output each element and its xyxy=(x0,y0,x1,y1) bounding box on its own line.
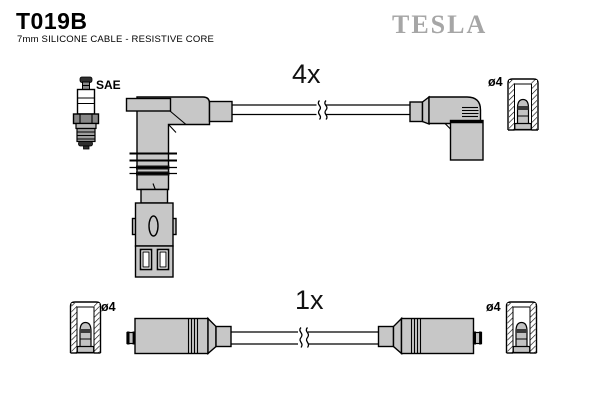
part-number: T019B xyxy=(16,8,88,34)
plug-boot-elbow xyxy=(125,96,233,278)
top-cable-quantity: 4x xyxy=(292,59,321,89)
tesla-logo: TESLA xyxy=(392,10,488,39)
spark-plug-tip xyxy=(78,141,93,147)
spark-plug-insulator xyxy=(76,88,96,115)
straight-boot-left xyxy=(126,316,232,356)
boot-cable-nipple xyxy=(409,101,424,123)
boot-ribs xyxy=(129,152,177,176)
boot-window-left xyxy=(139,248,153,271)
cable-break-mark xyxy=(299,327,303,348)
bottom-cable xyxy=(231,327,379,348)
boot-grip-ribs xyxy=(410,318,422,354)
diameter-label-top-right: ø4 xyxy=(488,75,503,89)
boot-latch-slot xyxy=(148,215,159,237)
diameter-label-bottom-right: ø4 xyxy=(486,300,501,314)
boot-window-right xyxy=(156,248,170,271)
boot-socket-block xyxy=(449,119,484,161)
boot-grip-ribs xyxy=(187,318,199,354)
terminal-cup-top-right xyxy=(507,78,539,131)
boot-cable-nipple xyxy=(377,325,395,348)
sae-terminal-label: SAE xyxy=(96,78,121,92)
distributor-boot-angled xyxy=(409,95,484,161)
spark-plug-hex xyxy=(72,113,100,125)
diameter-label-bottom-left: ø4 xyxy=(101,300,116,314)
boot-grip-ribs xyxy=(462,106,479,118)
boot-terminal-nub xyxy=(472,331,483,345)
boot-top-flange xyxy=(125,97,172,112)
boot-cable-nipple xyxy=(215,325,232,348)
spark-plug xyxy=(72,76,100,150)
terminal-cup-bottom-left xyxy=(69,301,102,354)
cable-break-mark xyxy=(317,100,322,120)
spark-plug-shell xyxy=(75,122,97,130)
bottom-cable-quantity: 1x xyxy=(295,285,324,315)
boot-body xyxy=(134,317,209,355)
boot-body xyxy=(400,317,475,355)
boot-cable-nipple xyxy=(208,100,233,123)
top-cable xyxy=(232,100,410,120)
straight-boot-right xyxy=(377,316,483,356)
cable-spec-subtitle: 7mm SILICONE CABLE - RESISTIVE CORE xyxy=(17,34,215,45)
boot-neck xyxy=(140,188,169,204)
terminal-cup-bottom-right xyxy=(505,301,538,354)
